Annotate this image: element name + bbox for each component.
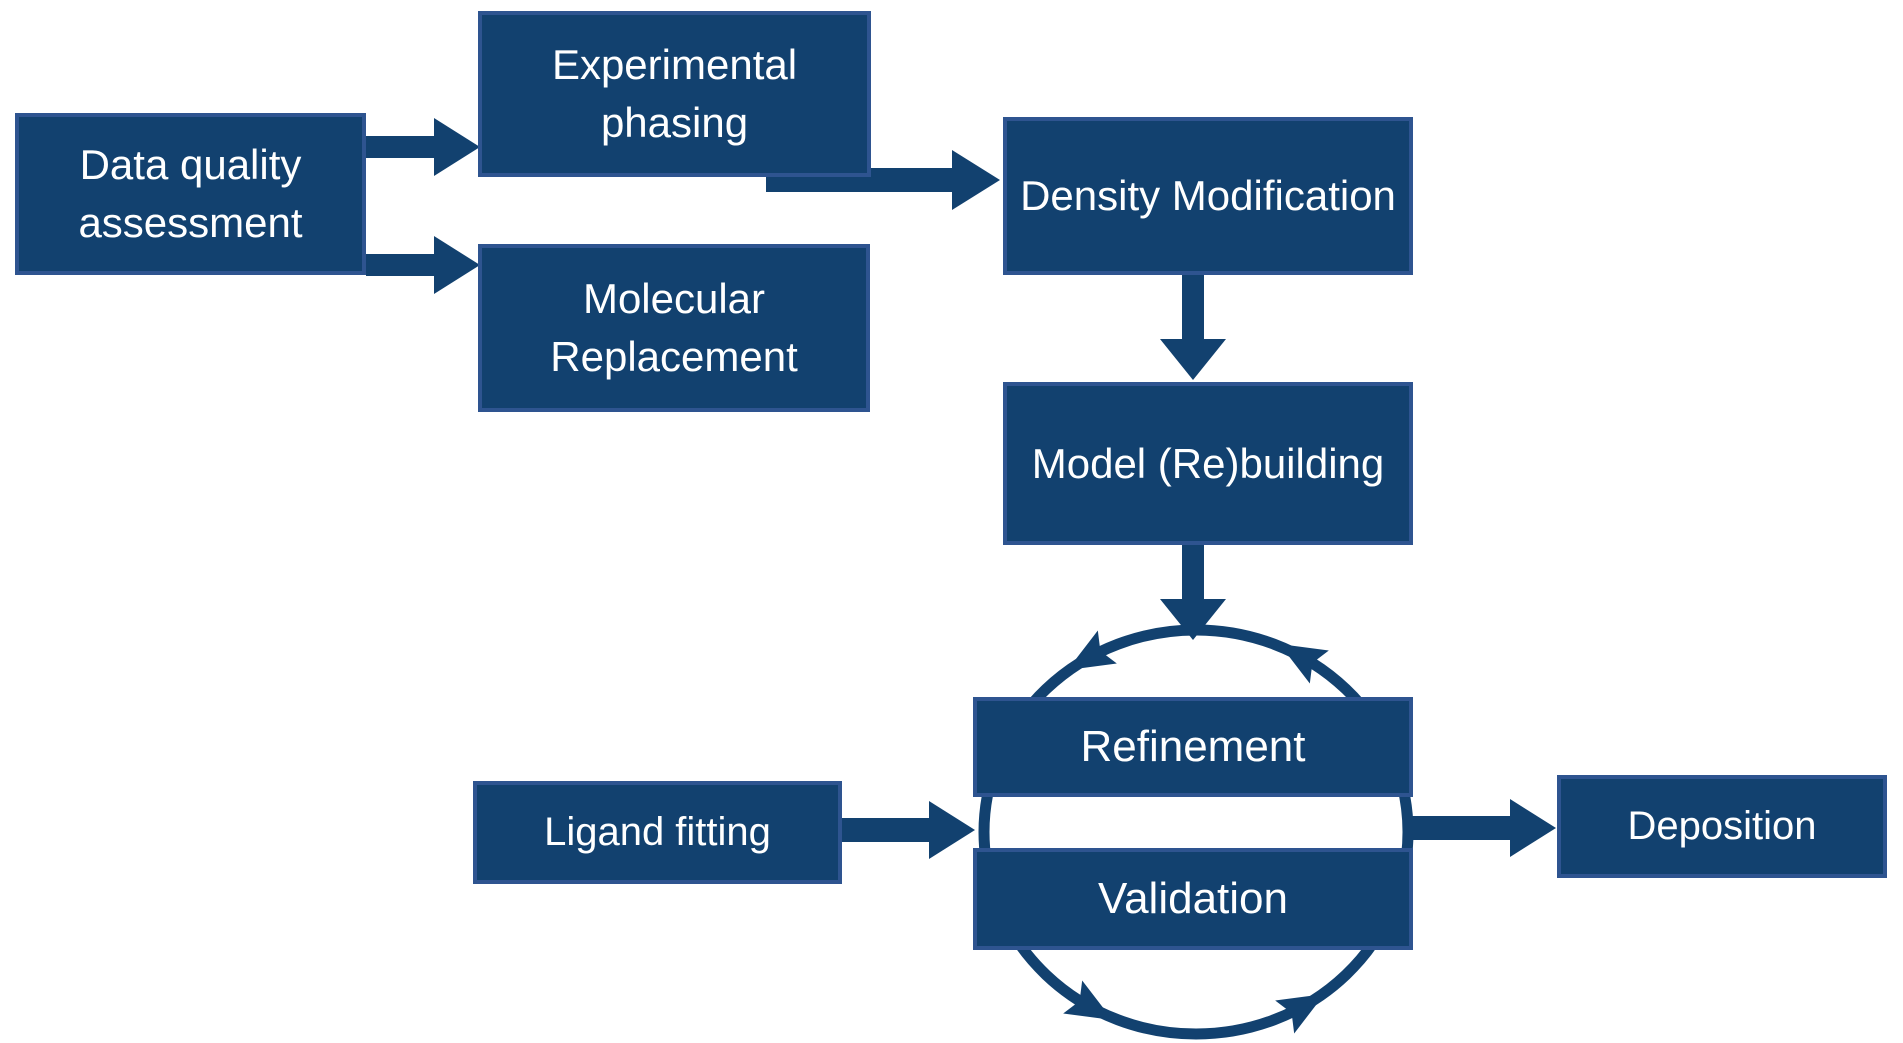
arrow-density-to-model [1160,275,1226,380]
cycle-ellipse [978,624,1414,1040]
cycle-arrowhead-bottom-left [1063,980,1113,1020]
node-deposition: Deposition [1557,775,1887,878]
node-experimental-phasing: Experimental phasing [478,11,871,177]
node-data-quality-assessment: Data quality assessment [15,113,366,275]
arrow-cycle-to-deposition [1411,799,1556,857]
node-refinement: Refinement [973,697,1413,797]
arrow-data-to-molecular [366,236,480,294]
cycle-arrowhead-top-left [1067,630,1117,670]
node-model-rebuilding: Model (Re)building [1003,382,1413,545]
arrow-ligand-to-cycle [842,801,975,859]
cycle-arrowhead-bottom-right [1275,994,1325,1034]
node-molecular-replacement: Molecular Replacement [478,244,870,412]
node-validation: Validation [973,848,1413,950]
node-density-modification: Density Modification [1003,117,1413,275]
node-ligand-fitting: Ligand fitting [473,781,842,884]
arrow-model-to-cycle [1160,545,1226,640]
cycle-arrowhead-top-right [1279,644,1329,684]
arrow-data-to-experimental [366,118,480,176]
